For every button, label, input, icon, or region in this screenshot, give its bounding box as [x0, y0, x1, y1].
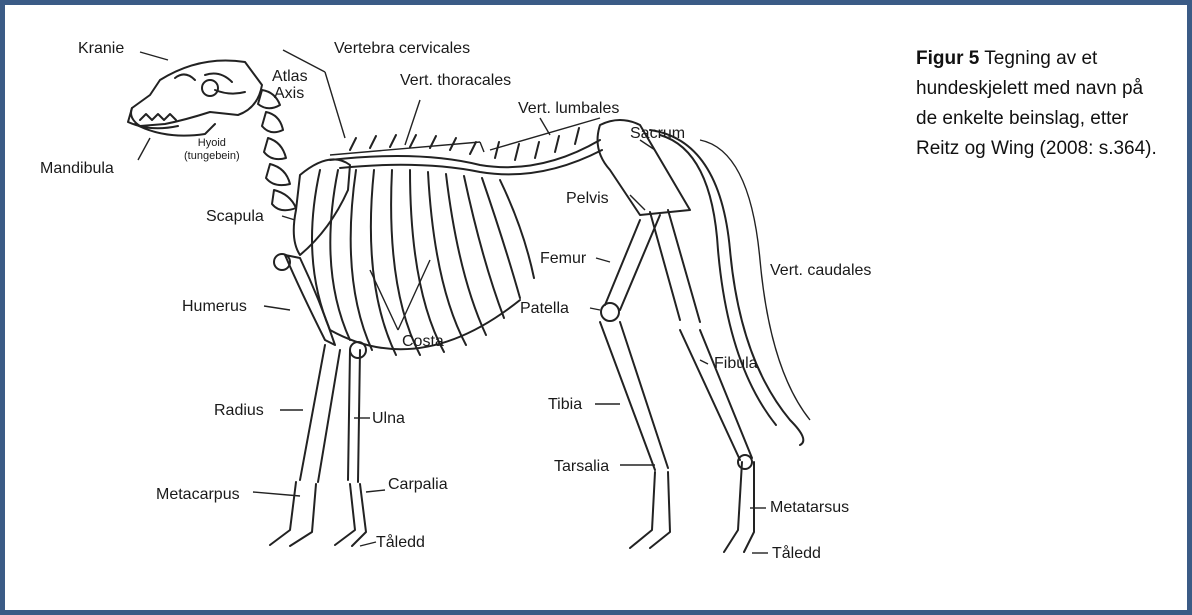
- label-taledd-front: Tåledd: [376, 534, 425, 552]
- label-taledd-hind: Tåledd: [772, 545, 821, 563]
- label-vert-lumbales: Vert. lumbales: [518, 100, 619, 118]
- label-fibula: Fibula: [714, 355, 758, 373]
- label-axis: Axis: [274, 85, 304, 103]
- label-vert-thoracales: Vert. thoracales: [400, 72, 511, 90]
- label-vert-caudales: Vert. caudales: [770, 262, 871, 280]
- label-hyoid: Hyoid (tungebein): [184, 137, 240, 163]
- cervical-vertebrae: [258, 90, 296, 210]
- label-ulna: Ulna: [372, 410, 405, 428]
- label-metacarpus: Metacarpus: [156, 486, 240, 504]
- label-tungebein: (tungebein): [184, 150, 240, 163]
- skull: [128, 60, 262, 135]
- label-hyoid-name: Hyoid: [184, 137, 240, 150]
- label-pelvis: Pelvis: [566, 190, 609, 208]
- label-tarsalia: Tarsalia: [554, 458, 609, 476]
- label-metatarsus: Metatarsus: [770, 499, 849, 517]
- label-carpalia: Carpalia: [388, 476, 448, 494]
- front-leg: [270, 254, 366, 546]
- label-tibia: Tibia: [548, 396, 582, 414]
- label-sacrum: Sacrum: [630, 125, 685, 143]
- label-radius: Radius: [214, 402, 264, 420]
- label-vert-cervicales: Vertebra cervicales: [334, 40, 470, 58]
- label-patella: Patella: [520, 300, 569, 318]
- scapula: [294, 159, 350, 255]
- label-scapula: Scapula: [206, 208, 264, 226]
- label-humerus: Humerus: [182, 298, 247, 316]
- label-femur: Femur: [540, 250, 586, 268]
- caption-figure-number: Figur 5: [916, 48, 979, 69]
- label-atlas: Atlas: [272, 68, 308, 86]
- label-kranie: Kranie: [78, 40, 124, 58]
- label-costa: Costa: [402, 333, 444, 351]
- figure-caption: Figur 5 Tegning av et hundeskjelett med …: [916, 44, 1166, 164]
- label-mandibula: Mandibula: [40, 160, 114, 178]
